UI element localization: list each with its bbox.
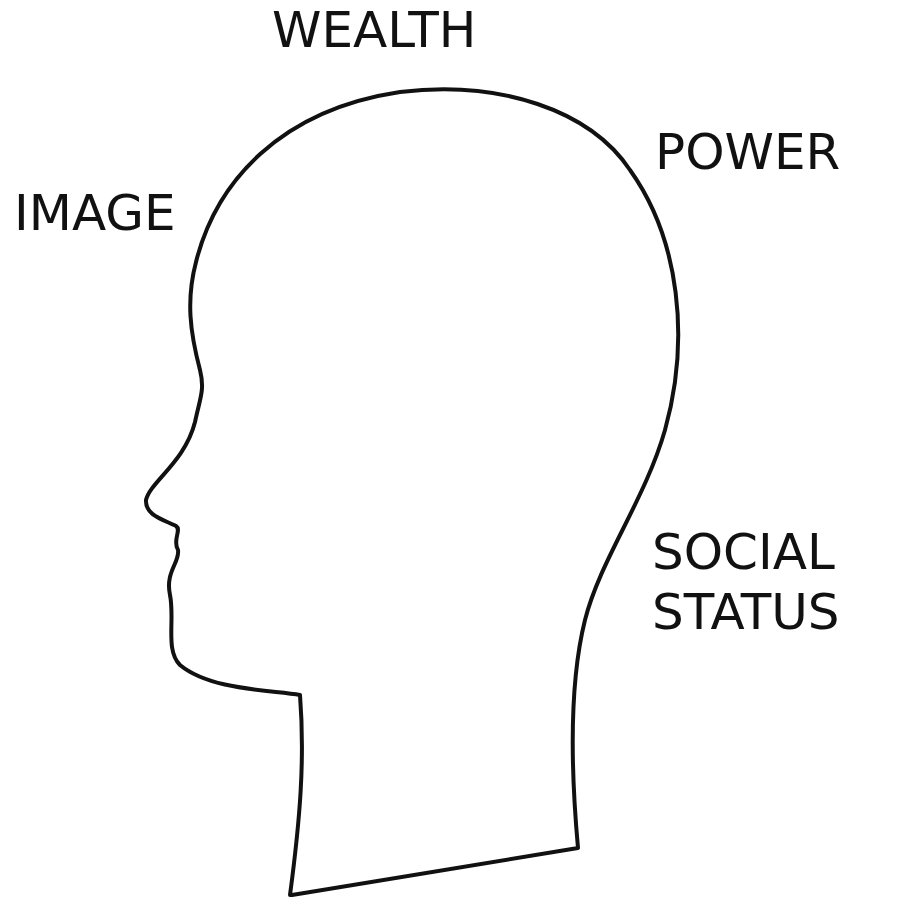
head-label: POWER xyxy=(655,122,840,182)
head-label: WEALTH xyxy=(272,0,476,60)
head-outline xyxy=(146,89,678,895)
head-label: SOCIAL STATUS xyxy=(652,522,897,642)
head-label: IMAGE xyxy=(14,183,176,243)
